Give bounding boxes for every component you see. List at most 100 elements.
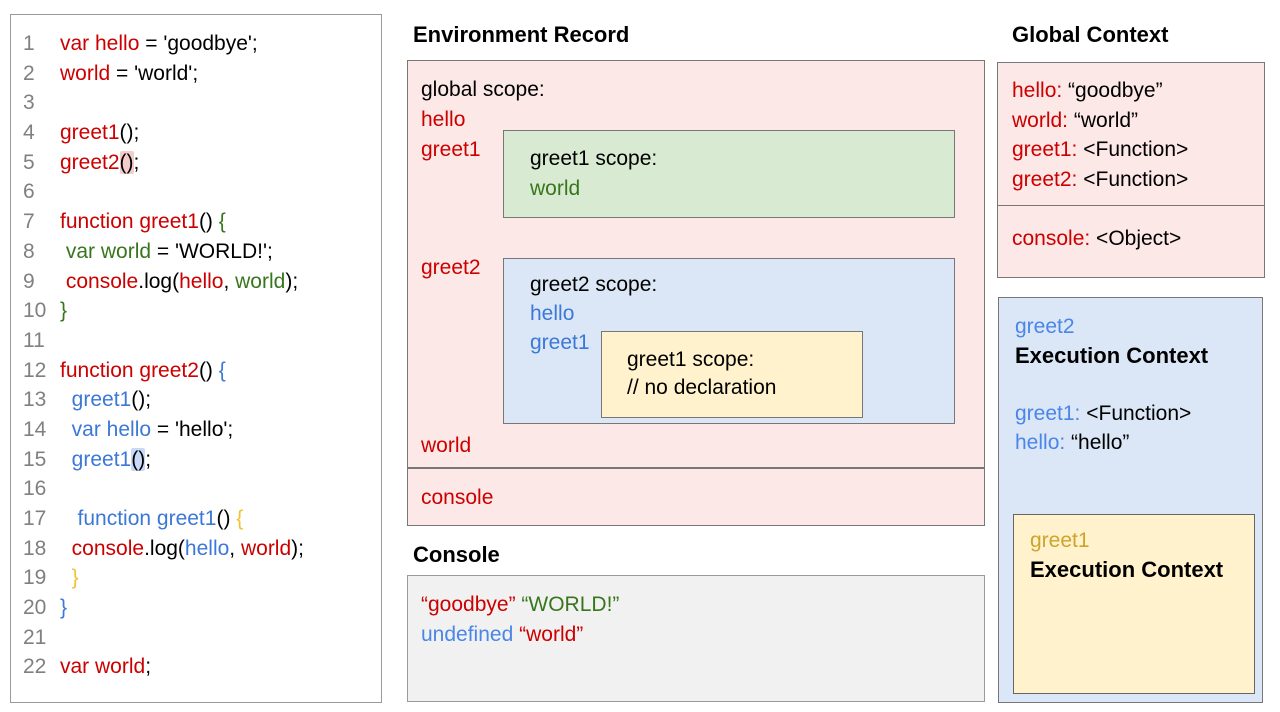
label-world: world	[421, 434, 472, 457]
console-title: Console	[413, 542, 500, 567]
line-number: 18	[23, 536, 47, 560]
code-line: 1 var hello = 'goodbye';	[23, 29, 381, 59]
inner-execution-context-name: greet1	[1030, 529, 1090, 552]
code-text: world = 'world';	[60, 61, 199, 85]
line-number: 13	[23, 388, 47, 412]
line-number: 7	[23, 210, 35, 234]
line-number: 9	[23, 269, 35, 293]
code-text: greet2();	[60, 150, 140, 174]
greet2-scope-var-greet1: greet1	[530, 331, 590, 354]
console-output-line: “goodbye” “WORLD!”	[421, 593, 620, 616]
inner-greet1-scope-title: greet1 scope:	[627, 348, 755, 371]
label-greet2: greet2	[421, 256, 481, 279]
code-text: greet1();	[60, 121, 140, 145]
greet2-scope-var-hello: hello	[530, 302, 575, 325]
greet2-execution-context-box: greet2 Execution Context greet1: <Functi…	[998, 297, 1263, 703]
code-panel: 1 var hello = 'goodbye'; 2 world = 'worl…	[10, 14, 382, 703]
inner-execution-context-heading: Execution Context	[1030, 557, 1224, 582]
code-line: 6	[23, 177, 381, 207]
line-number: 15	[23, 447, 47, 471]
execution-context-row: hello: “hello”	[1015, 431, 1130, 454]
code-line: 22 var world;	[23, 652, 381, 682]
code-line: 14 var hello = 'hello';	[23, 415, 381, 445]
label-greet1: greet1	[421, 138, 481, 161]
line-number: 5	[23, 150, 35, 174]
code-line: 9 console.log(hello, world);	[23, 267, 381, 297]
line-number: 11	[23, 328, 45, 352]
code-line: 13 greet1();	[23, 385, 381, 415]
environment-record-title: Environment Record	[413, 22, 630, 47]
code-text: var world = 'WORLD!';	[65, 239, 273, 263]
code-line: 12 function greet2() {	[23, 356, 381, 386]
code-text: console.log(hello, world);	[65, 269, 299, 293]
greet1-scope-title: greet1 scope:	[530, 147, 658, 170]
code-line: 19 }	[23, 563, 381, 593]
code-line: 8 var world = 'WORLD!';	[23, 237, 381, 267]
inner-greet1-scope-comment: // no declaration	[627, 376, 777, 399]
code-text: greet1();	[71, 447, 152, 471]
line-number: 22	[23, 655, 47, 679]
code-line: 2 world = 'world';	[23, 59, 381, 89]
line-number: 20	[23, 596, 47, 620]
greet2-scope-box: greet2 scope: hello greet1 greet1 scope:…	[503, 258, 955, 424]
code-line: 4 greet1();	[23, 118, 381, 148]
label-hello: hello	[421, 108, 466, 131]
code-line: 5 greet2();	[23, 148, 381, 178]
execution-context-heading: Execution Context	[1015, 343, 1209, 368]
console-output-box: “goodbye” “WORLD!” undefined “world”	[407, 575, 985, 702]
line-number: 3	[23, 91, 35, 115]
execution-context-row: greet1: <Function>	[1015, 402, 1192, 425]
code-text: var hello = 'goodbye';	[60, 32, 258, 55]
code-line: 15 greet1();	[23, 445, 381, 475]
line-number: 10	[23, 299, 47, 323]
code-line: 11	[23, 326, 381, 356]
code-text: function greet1() {	[77, 507, 244, 530]
code-text: function greet1() {	[60, 210, 226, 234]
code-line: 18 console.log(hello, world);	[23, 534, 381, 564]
global-context-box: hello: “goodbye”world: “world”greet1: <F…	[997, 62, 1265, 278]
global-context-console-row: console: <Object>	[1012, 227, 1182, 250]
line-number: 14	[23, 417, 47, 441]
code-text: var hello = 'hello';	[71, 417, 234, 441]
code-line: 10 }	[23, 296, 381, 326]
code-line: 3	[23, 88, 381, 118]
line-number: 4	[23, 121, 35, 145]
code-line: 16	[23, 474, 381, 504]
console-output-line: undefined “world”	[421, 623, 584, 646]
code-text: }	[71, 566, 79, 590]
global-context-row: greet2: <Function>	[1012, 167, 1189, 191]
line-number: 1	[23, 32, 35, 55]
line-number: 16	[23, 477, 47, 501]
global-context-title: Global Context	[1012, 22, 1169, 47]
code-text: }	[60, 299, 68, 323]
label-console: console	[421, 486, 494, 509]
greet1-scope-var-world: world	[530, 177, 581, 200]
greet2-scope-title: greet2 scope:	[530, 273, 658, 296]
line-number: 17	[23, 507, 47, 530]
greet1-execution-context-box: greet1 Execution Context	[1013, 514, 1255, 694]
line-number: 21	[23, 625, 47, 649]
code-line: 20 }	[23, 593, 381, 623]
execution-context-bindings: greet1: <Function> hello: “hello”	[1015, 399, 1191, 457]
line-number: 8	[23, 239, 35, 263]
greet1-scope-box: greet1 scope: world	[503, 130, 955, 218]
global-context-row: greet1: <Function>	[1012, 138, 1189, 161]
execution-context-name: greet2	[1015, 315, 1075, 338]
global-context-row: hello: “goodbye”	[1012, 79, 1163, 102]
code-text: var world;	[60, 655, 152, 679]
line-number: 12	[23, 358, 47, 382]
inner-greet1-scope-box: greet1 scope: // no declaration	[601, 331, 863, 418]
code-text: console.log(hello, world);	[71, 536, 304, 560]
global-context-bindings: hello: “goodbye”world: “world”greet1: <F…	[998, 63, 1264, 206]
code-line: 17 function greet1() {	[23, 504, 381, 534]
environment-record-box: global scope: hello greet1 greet1 scope:…	[407, 60, 985, 468]
line-number: 2	[23, 61, 35, 85]
code-text: greet1();	[71, 388, 152, 412]
code-text: }	[60, 596, 68, 620]
global-scope-label: global scope:	[421, 78, 545, 101]
code-line: 21	[23, 623, 381, 653]
line-number: 6	[23, 180, 35, 204]
line-number: 19	[23, 566, 47, 590]
code-text: function greet2() {	[60, 358, 226, 382]
